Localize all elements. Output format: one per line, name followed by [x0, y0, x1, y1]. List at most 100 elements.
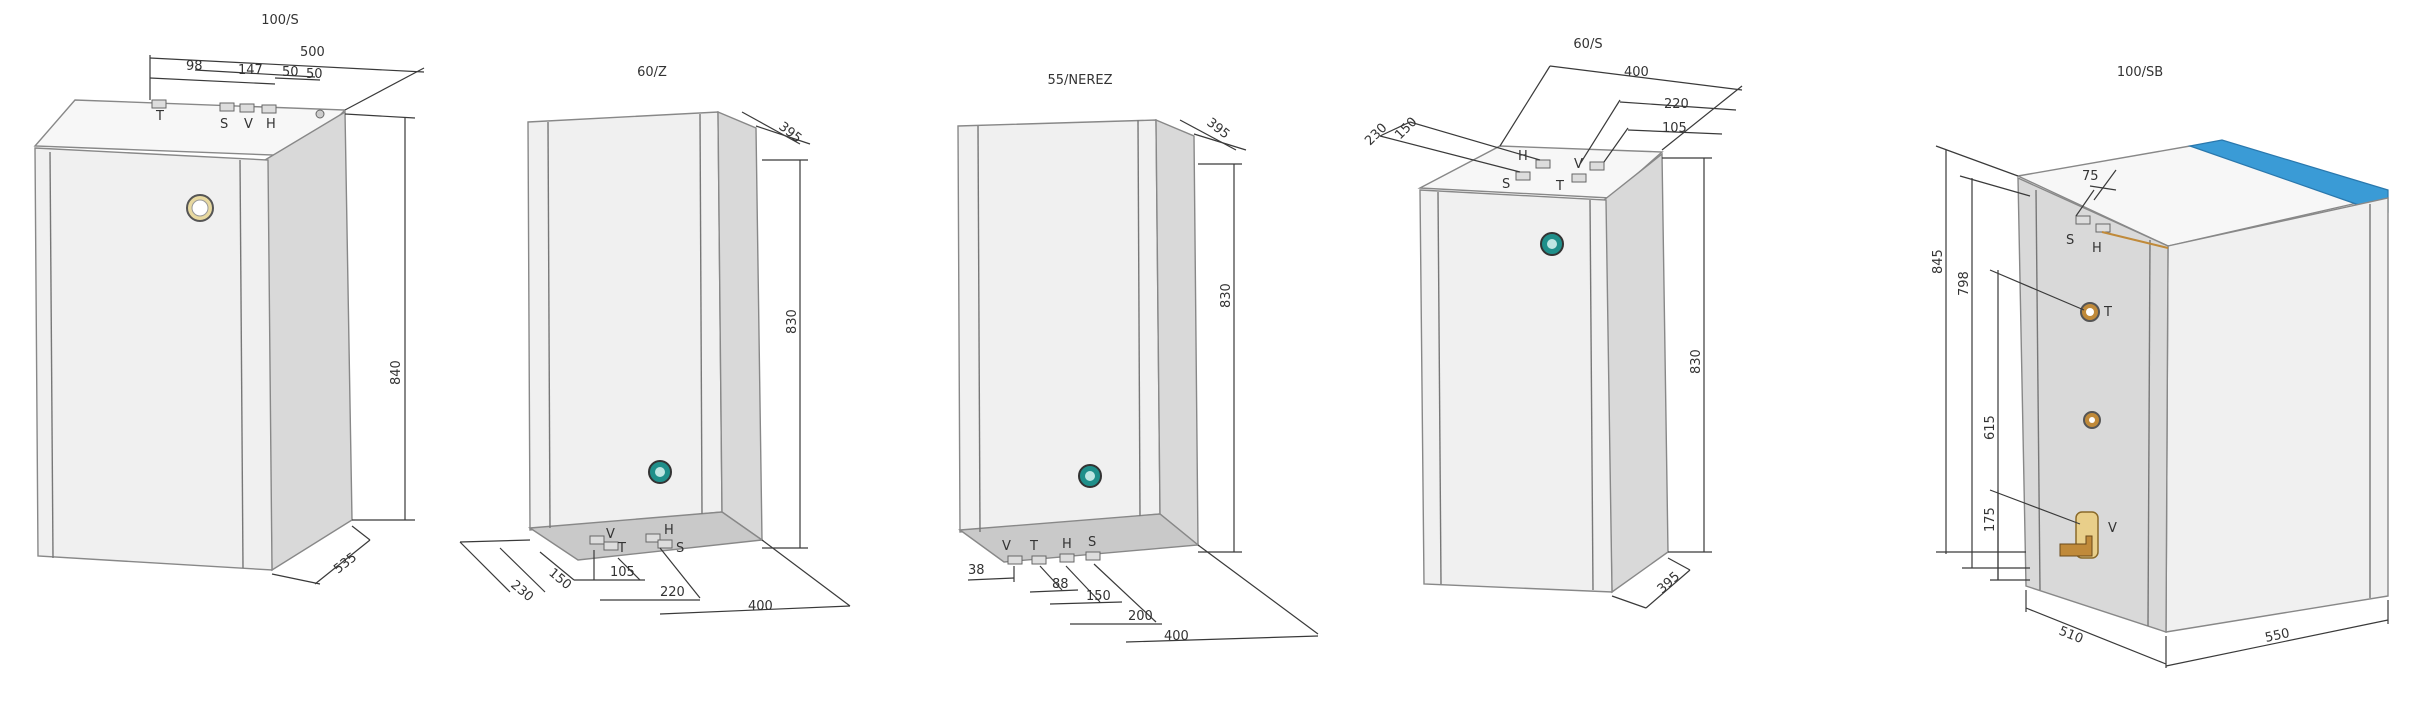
dim-depth: 510	[2057, 624, 2086, 647]
front-edge	[2147, 239, 2151, 627]
unit-60-z: 60/Z V T H S	[459, 65, 851, 615]
dimension-lines	[1935, 145, 2389, 668]
port-label-t: T	[1029, 539, 1038, 554]
dim-150: 150	[1392, 115, 1420, 143]
gauge-dial-icon	[191, 199, 209, 217]
flange-center-icon	[2089, 417, 2095, 423]
front-panel	[2017, 176, 2169, 633]
port-label-s: S	[1088, 535, 1096, 550]
front-edge	[699, 113, 703, 515]
port-label-t: T	[1555, 179, 1564, 194]
dim-220: 220	[660, 585, 685, 600]
gauge-dial-icon	[1085, 471, 1095, 481]
dim-105: 105	[1662, 121, 1687, 136]
port-t-icon	[1031, 555, 1047, 565]
front-edge	[49, 151, 54, 559]
unit-title: 100/SB	[2117, 65, 2163, 80]
dim-offset-50b: 50	[306, 67, 323, 82]
dim-615: 615	[1983, 415, 1998, 440]
dim-105: 105	[610, 565, 635, 580]
side-panel	[717, 110, 763, 542]
side-panel	[2165, 197, 2389, 633]
front-edge	[1437, 191, 1442, 585]
side-panel	[1155, 118, 1199, 547]
port-label-v: V	[244, 117, 253, 132]
dim-88: 88	[1052, 577, 1069, 592]
dim-offset-98: 98	[186, 59, 203, 74]
front-edge	[239, 159, 244, 569]
dim-400: 400	[1164, 629, 1189, 644]
side-panel	[1603, 152, 1669, 594]
dim-845: 845	[1931, 249, 1946, 274]
port-t-icon	[151, 99, 167, 109]
unit-title: 100/S	[261, 13, 298, 28]
dim-offset-50a: 50	[282, 65, 299, 80]
port-label-s: S	[676, 541, 684, 556]
port-v-icon	[1589, 161, 1605, 171]
dim-175: 175	[1983, 507, 1998, 532]
dim-75: 75	[2082, 169, 2099, 184]
bottom-connections	[1007, 551, 1101, 565]
port-label-h: H	[1062, 537, 1072, 552]
dim-width: 400	[1624, 65, 1649, 80]
unit-100-s: 100/S T S V H	[33, 13, 425, 585]
gauge-dial-icon	[1547, 239, 1557, 249]
dim-height: 830	[1689, 349, 1704, 374]
bottom-connections	[589, 533, 673, 551]
gauge-dial-icon	[655, 467, 665, 477]
dim-height: 840	[389, 360, 404, 385]
unit-55-nerez: 55/NEREZ V T H S	[957, 73, 1319, 644]
front-panel	[527, 111, 723, 531]
port-v-icon	[239, 103, 255, 113]
port-label-s: S	[220, 117, 228, 132]
top-connections	[1515, 159, 1605, 183]
dim-height: 830	[1219, 283, 1234, 308]
side-panel	[264, 110, 353, 572]
unit-100-sb: 100/SB S H T V	[1931, 65, 2389, 668]
port-label-h: H	[1518, 149, 1528, 164]
dim-400: 400	[748, 599, 773, 614]
dim-230: 230	[1362, 121, 1390, 149]
dim-width: 550	[2264, 626, 2291, 646]
front-edge	[1137, 119, 1141, 517]
front-edge	[977, 125, 981, 533]
port-label-t: T	[2103, 305, 2112, 320]
dim-220: 220	[1664, 97, 1689, 112]
port-h-icon	[1059, 553, 1075, 563]
unit-title: 55/NEREZ	[1047, 73, 1112, 88]
dimension-lines	[1379, 65, 1743, 609]
dim-230: 230	[507, 578, 536, 605]
dim-200: 200	[1128, 609, 1153, 624]
dimension-lines	[967, 119, 1319, 643]
dimension-lines	[459, 111, 851, 615]
port-t-icon	[603, 541, 619, 551]
front-panel	[34, 147, 273, 571]
port-label-v: V	[1574, 157, 1583, 172]
dim-150: 150	[1086, 589, 1111, 604]
dim-depth: 535	[331, 550, 360, 577]
port-label-s: S	[2066, 233, 2074, 248]
unit-title: 60/S	[1573, 37, 1602, 52]
port-v-icon	[589, 535, 605, 545]
port-label-v: V	[1002, 539, 1011, 554]
dim-offset-147: 147	[238, 63, 263, 78]
port-s-icon	[2075, 215, 2091, 225]
port-label-h: H	[266, 117, 276, 132]
fitting-icon	[315, 109, 325, 119]
dim-798: 798	[1957, 271, 1972, 296]
dim-height: 830	[785, 309, 800, 334]
unit-title: 60/Z	[637, 65, 667, 80]
dim-width: 500	[300, 45, 325, 60]
top-connections	[2075, 215, 2169, 249]
port-h-icon	[261, 104, 277, 114]
dim-38: 38	[968, 563, 985, 578]
port-t-icon	[1571, 173, 1587, 183]
unit-60-s: 60/S H S V T	[1362, 37, 1743, 609]
port-s-icon	[657, 539, 673, 549]
port-s-icon	[1085, 551, 1101, 561]
front-edge	[1589, 199, 1594, 591]
valve-handle-icon	[2059, 535, 2093, 557]
port-label-h: H	[2092, 241, 2102, 256]
flange-center-icon	[2086, 308, 2094, 316]
